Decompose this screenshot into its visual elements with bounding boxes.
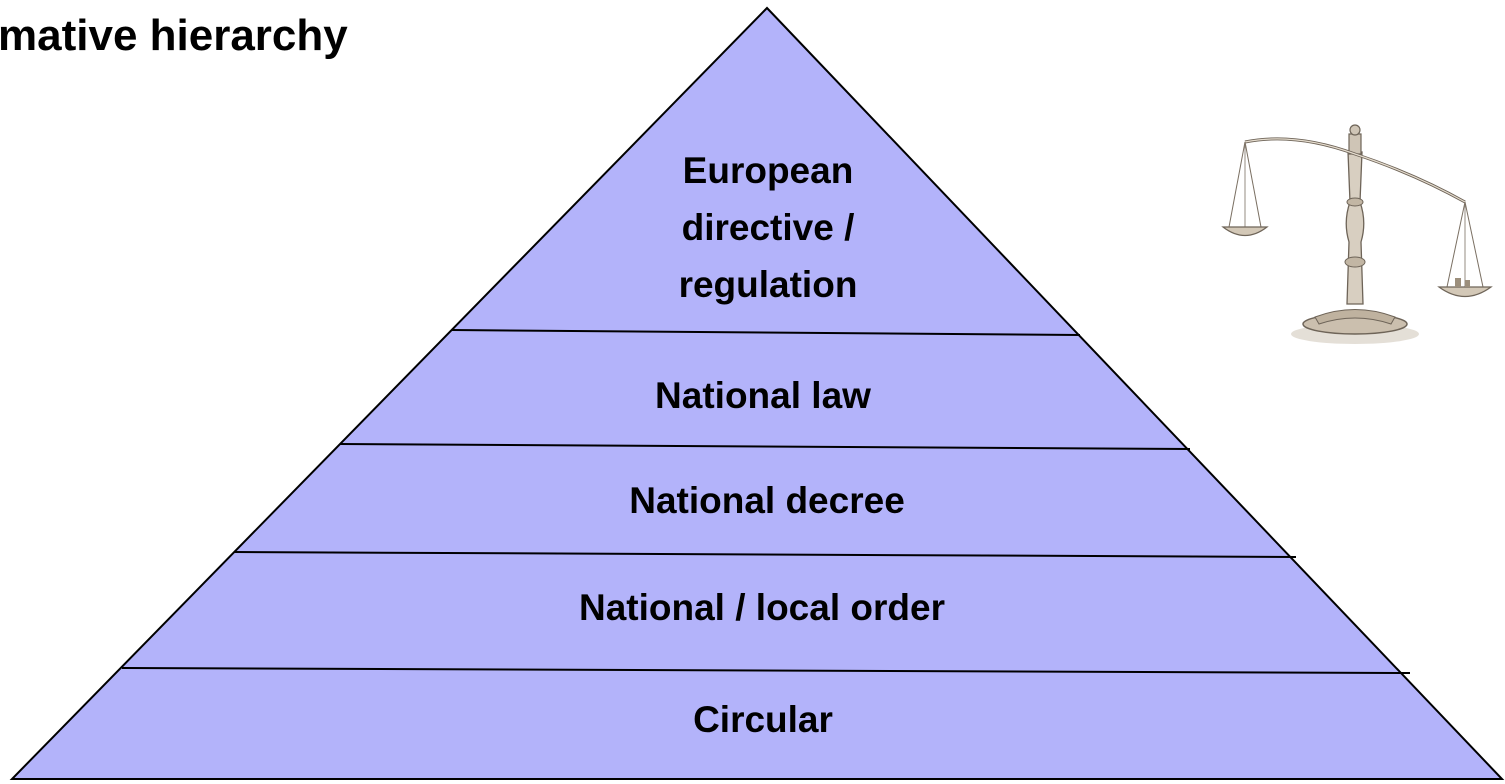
- tier-national-decree: National decree: [629, 480, 905, 521]
- tier-divider: [121, 667, 1411, 674]
- tier-label: Circular: [693, 699, 833, 740]
- tier-divider: [233, 551, 1297, 558]
- tier-label-line: European: [683, 150, 854, 191]
- page-title: mative hierarchy: [0, 11, 348, 60]
- pyramid-shape: [9, 6, 1505, 780]
- tier-divider: [339, 443, 1191, 450]
- scales-of-justice-icon: [1221, 124, 1493, 344]
- tier-label-line: directive /: [682, 207, 855, 248]
- tier-national-local-order: National / local order: [579, 587, 945, 628]
- tier-european-directive: European directive / regulation: [679, 150, 858, 305]
- tier-national-law: National law: [655, 375, 871, 416]
- tier-label: National decree: [629, 480, 905, 521]
- tier-label: National law: [655, 375, 871, 416]
- tier-divider: [451, 329, 1081, 336]
- tier-label-line: regulation: [679, 264, 858, 305]
- tier-label: National / local order: [579, 587, 945, 628]
- tier-circular: Circular: [693, 699, 833, 740]
